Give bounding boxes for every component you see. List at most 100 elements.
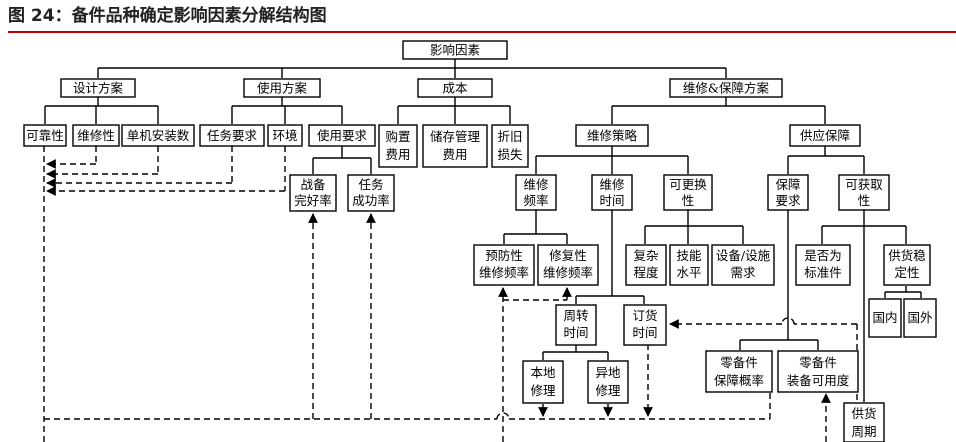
node-supply-support: 供应保障 — [789, 124, 861, 147]
svg-text:时间: 时间 — [632, 325, 657, 340]
svg-text:频率: 频率 — [523, 193, 548, 208]
tree-connectors — [44, 59, 922, 402]
svg-text:周转: 周转 — [563, 308, 588, 323]
svg-text:技能: 技能 — [676, 248, 702, 263]
svg-text:修理: 修理 — [595, 383, 621, 398]
node-replaceability: 可更换 性 — [663, 174, 713, 211]
node-depreciation: 折旧 损失 — [491, 124, 529, 168]
svg-text:任务: 任务 — [358, 177, 383, 192]
node-domestic: 国内 — [868, 298, 902, 338]
svg-text:可更换: 可更换 — [669, 177, 707, 192]
svg-text:储存管理: 储存管理 — [430, 129, 481, 144]
svg-text:时间: 时间 — [599, 193, 624, 208]
figure-number: 图 24： — [8, 6, 72, 26]
node-spare-availability: 零备件 装备可用度 — [777, 350, 859, 393]
node-supply-stability: 供货稳 定性 — [883, 244, 931, 286]
svg-text:修复性: 修复性 — [549, 248, 587, 263]
svg-text:要求: 要求 — [775, 193, 801, 208]
svg-text:成功率: 成功率 — [352, 193, 390, 208]
svg-text:国外: 国外 — [907, 310, 933, 325]
svg-text:程度: 程度 — [633, 265, 659, 280]
node-maintainability: 维修性 — [72, 124, 120, 147]
svg-text:任务要求: 任务要求 — [207, 128, 258, 143]
svg-text:零备件: 零备件 — [799, 355, 837, 370]
node-environment: 环境 — [267, 124, 303, 147]
node-local-repair: 本地 修理 — [522, 360, 564, 404]
svg-text:异地: 异地 — [595, 365, 621, 380]
node-purchase-cost: 购置 费用 — [378, 124, 418, 168]
node-equipment-req: 设备/设施 需求 — [711, 244, 775, 286]
svg-text:环境: 环境 — [272, 128, 297, 143]
svg-text:折旧: 折旧 — [497, 129, 522, 144]
svg-text:成本: 成本 — [442, 81, 468, 96]
svg-text:性: 性 — [682, 193, 695, 208]
svg-text:标准件: 标准件 — [804, 265, 842, 280]
node-is-standard: 是否为 标准件 — [795, 244, 851, 286]
node-readiness: 战备 完好率 — [289, 174, 337, 212]
svg-text:维修频率: 维修频率 — [543, 265, 593, 280]
svg-text:费用: 费用 — [385, 147, 410, 162]
svg-text:性: 性 — [858, 193, 871, 208]
svg-text:费用: 费用 — [442, 147, 467, 162]
svg-text:设备/设施: 设备/设施 — [716, 248, 771, 263]
svg-text:影响因素: 影响因素 — [430, 43, 480, 58]
svg-text:本地: 本地 — [530, 365, 556, 380]
node-design: 设计方案 — [60, 78, 136, 98]
svg-text:定性: 定性 — [894, 265, 919, 280]
svg-text:保障: 保障 — [775, 177, 800, 192]
node-maint-time: 维修 时间 — [591, 174, 633, 211]
svg-text:购置: 购置 — [385, 129, 410, 144]
node-maint-support: 维修&保障方案 — [669, 78, 783, 98]
svg-text:维修策略: 维修策略 — [587, 128, 638, 143]
figure-title: 备件品种确定影响因素分解结构图 — [71, 6, 327, 26]
node-complexity: 复杂 程度 — [625, 244, 667, 286]
node-usage: 使用方案 — [243, 78, 321, 98]
svg-text:水平: 水平 — [676, 265, 701, 280]
node-cost: 成本 — [417, 78, 493, 98]
node-remote-repair: 异地 修理 — [587, 360, 629, 404]
node-root: 影响因素 — [402, 40, 508, 60]
node-foreign: 国外 — [903, 298, 937, 338]
svg-text:维修: 维修 — [523, 177, 549, 192]
svg-text:维修: 维修 — [599, 177, 625, 192]
node-maint-freq: 维修 频率 — [515, 174, 557, 211]
svg-text:订货: 订货 — [632, 308, 657, 323]
svg-text:国内: 国内 — [872, 310, 897, 325]
svg-text:单机安装数: 单机安装数 — [127, 128, 190, 143]
svg-text:使用要求: 使用要求 — [317, 128, 368, 143]
node-order-time: 订货 时间 — [623, 304, 667, 346]
svg-text:完好率: 完好率 — [294, 193, 332, 208]
svg-text:维修频率: 维修频率 — [479, 265, 529, 280]
node-spare-support-prob: 零备件 保障概率 — [705, 350, 773, 393]
svg-text:维修&保障方案: 维修&保障方案 — [683, 81, 770, 96]
svg-text:时间: 时间 — [563, 325, 588, 340]
figure-caption: 图 24：备件品种确定影响因素分解结构图 — [8, 4, 327, 28]
svg-text:是否为: 是否为 — [804, 248, 842, 263]
node-corrective-freq: 修复性 维修频率 — [537, 244, 599, 286]
caption-rule — [8, 31, 956, 33]
svg-text:需求: 需求 — [730, 265, 756, 280]
svg-text:供货稳: 供货稳 — [888, 248, 926, 263]
node-turnaround-time: 周转 时间 — [555, 304, 597, 346]
svg-text:供货: 供货 — [851, 406, 876, 421]
svg-text:周期: 周期 — [851, 424, 876, 439]
svg-text:设计方案: 设计方案 — [73, 81, 124, 96]
svg-text:复杂: 复杂 — [633, 248, 658, 263]
svg-text:零备件: 零备件 — [720, 355, 758, 370]
node-usage-req: 使用要求 — [308, 124, 376, 147]
svg-text:修理: 修理 — [530, 383, 556, 398]
svg-text:供应保障: 供应保障 — [800, 128, 850, 143]
svg-text:损失: 损失 — [497, 147, 523, 162]
feedback-arrows — [43, 146, 858, 442]
node-availability: 可获取 性 — [838, 174, 890, 211]
node-task-req: 任务要求 — [199, 124, 265, 147]
svg-text:维修性: 维修性 — [77, 128, 115, 143]
node-install-count: 单机安装数 — [121, 124, 195, 147]
node-support-req: 保障 要求 — [767, 174, 809, 211]
node-storage-cost: 储存管理 费用 — [422, 124, 488, 168]
svg-text:保障概率: 保障概率 — [714, 373, 764, 388]
node-maint-strategy: 维修策略 — [575, 124, 649, 147]
svg-text:预防性: 预防性 — [485, 248, 523, 263]
node-mission-success: 任务 成功率 — [347, 174, 395, 212]
